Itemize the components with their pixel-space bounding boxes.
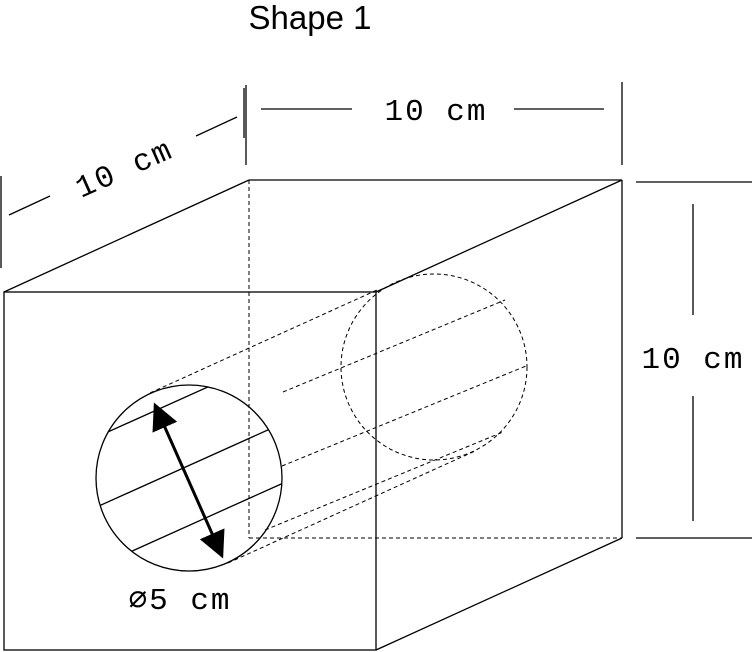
- cylinder-line: [281, 365, 527, 467]
- cylinder-hole: [95, 273, 528, 572]
- cylinder-line: [282, 299, 506, 393]
- bore-line: [96, 401, 282, 511]
- cube-hidden-edges: [248, 180, 622, 539]
- depth-dimension-line-left: [8, 195, 51, 216]
- hole-front-circle: [95, 384, 283, 572]
- bore-line: [96, 461, 282, 571]
- depth-dimension-line-right: [195, 116, 238, 137]
- diagram-title: Shape 1: [249, 0, 372, 36]
- cube-front-face: [3, 291, 377, 651]
- diameter-arrow: [152, 402, 225, 559]
- cylinder-line: [227, 450, 476, 564]
- width-dimension: 10 cm: [245, 82, 623, 165]
- bore-lines: [96, 385, 282, 571]
- cube-outline: [3, 179, 623, 651]
- height-label: 10 cm: [641, 343, 744, 378]
- depth-dimension: 10 cm: [0, 88, 245, 268]
- cube-bottom-right-edge: [375, 537, 623, 651]
- height-dimension: 10 cm: [636, 181, 752, 539]
- bore-line: [96, 385, 282, 441]
- depth-label: 10 cm: [71, 133, 179, 207]
- cylinder-line: [264, 431, 504, 531]
- width-label: 10 cm: [384, 95, 487, 130]
- cylinder-line: [149, 289, 378, 394]
- cube-top-right-edge: [375, 179, 623, 293]
- hole-back-circle: [340, 273, 528, 461]
- cube-top-left-edge: [3, 179, 250, 293]
- diameter-label: ⌀5 cm: [128, 584, 231, 619]
